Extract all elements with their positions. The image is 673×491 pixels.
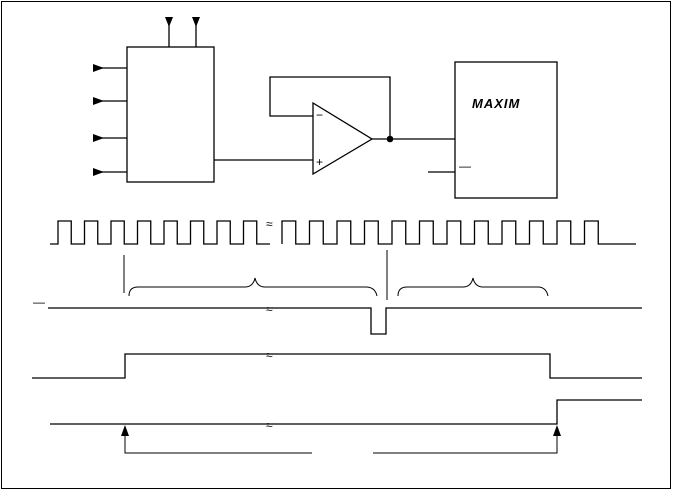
step-signal [50, 399, 642, 425]
window-break-mark: ≈ [266, 348, 273, 362]
mux-block [126, 46, 215, 183]
right-arrow-icon [93, 64, 104, 72]
clock-break-mark: ≈ [266, 217, 273, 231]
window-signal [32, 353, 642, 379]
signal-bar-label: — [33, 295, 45, 309]
opamp-plus-label: + [316, 155, 323, 169]
opamp-minus-label: − [316, 108, 323, 122]
pulse-break-mark: ≈ [266, 302, 273, 316]
clock-waveform [50, 220, 636, 245]
maxim-logo: MAXIM [472, 96, 521, 111]
up-arrow-icon [553, 425, 561, 436]
right-arrow-icon [93, 134, 104, 142]
brace-left [128, 277, 378, 297]
feedback-wire [269, 76, 391, 139]
top-inputs [165, 17, 200, 47]
up-arrow-icon [121, 425, 129, 436]
clock-segment-right [281, 220, 636, 245]
right-arrow-icon [93, 168, 104, 176]
adc-pin-bar: — [459, 159, 471, 173]
bottom-bracket-left [124, 430, 312, 454]
clock-segment-left [50, 220, 270, 245]
brace-right [397, 277, 549, 297]
junction-dot [386, 135, 394, 143]
left-inputs [93, 64, 127, 176]
adc-ic-block [454, 61, 558, 199]
step-break-mark: ≈ [266, 418, 273, 432]
down-arrow-icon [165, 17, 173, 27]
down-arrow-icon [192, 17, 200, 27]
active-low-pulse-signal [48, 307, 642, 335]
bottom-bracket-right [373, 430, 558, 454]
opamp-triangle [312, 101, 374, 176]
right-arrow-icon [93, 97, 104, 105]
